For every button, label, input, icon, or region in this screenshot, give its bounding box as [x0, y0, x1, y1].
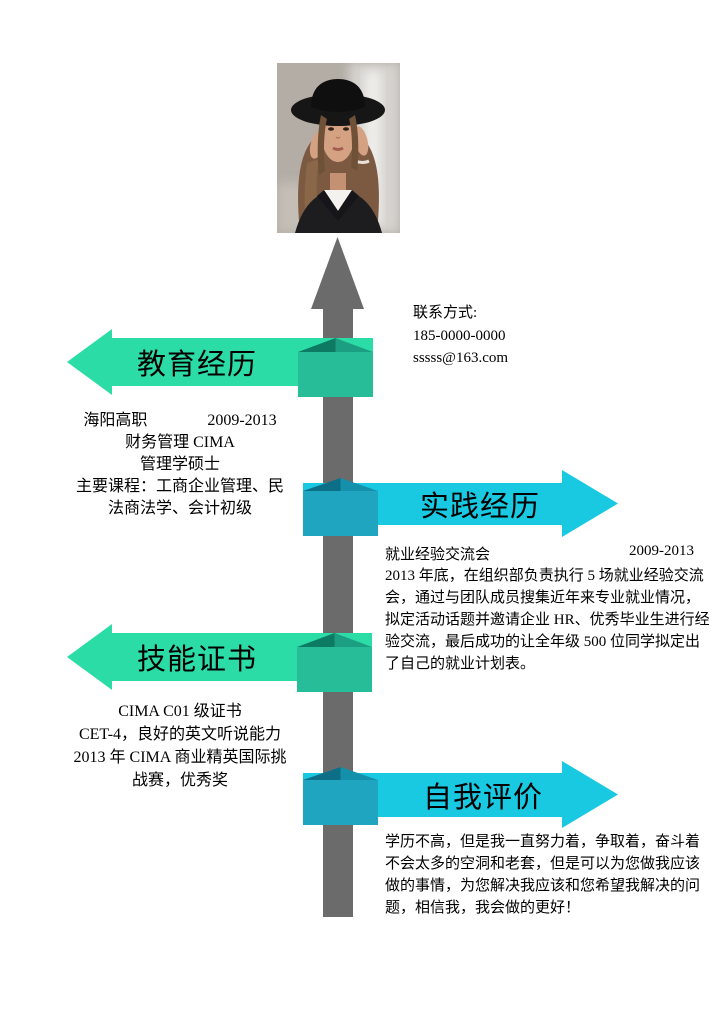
contact-phone: 185-0000-0000	[413, 327, 506, 344]
education-section-title: 教育经历	[136, 349, 257, 381]
portrait-illustration	[277, 63, 400, 233]
practice-period: 2009-2013	[629, 543, 694, 559]
practice-section-title: 实践经历	[419, 491, 540, 523]
education-ribbon-box	[298, 352, 373, 397]
practice-details: 2013 年底，在组织部负责执行 5 场就业经验交流 会，通过与团队成员搜集近年…	[385, 568, 710, 672]
practice-ribbon-box	[303, 491, 378, 536]
skills-ribbon-box	[297, 647, 372, 692]
contact-label: 联系方式:	[413, 305, 478, 321]
timeline-arrowhead-up	[311, 237, 364, 309]
education-details: 海阳高职 2009-2013 财务管理 CIMA 管理学硕士 主要课程：工商企业…	[75, 412, 284, 517]
contact-email: sssss@163.com	[413, 350, 509, 366]
self-evaluation-section-title: 自我评价	[422, 782, 543, 814]
self-evaluation-ribbon-box	[303, 780, 378, 825]
practice-org: 就业经验交流会	[385, 547, 491, 563]
skills-section-title: 技能证书	[136, 644, 257, 676]
timeline-shaft	[323, 306, 353, 917]
skills-details: CIMA C01 级证书 CET-4，良好的英文听说能力 2013 年 CIMA…	[73, 703, 287, 789]
profile-photo	[277, 63, 400, 233]
contact-block: 联系方式: 185-0000-0000 sssss@163.com	[413, 302, 653, 370]
self-evaluation-details: 学历不高，但是我一直努力着，争取着，奋斗着 不会太多的空洞和老套，但是可以为您做…	[385, 834, 701, 916]
practice-heading-row: 就业经验交流会 2009-2013	[385, 543, 694, 564]
